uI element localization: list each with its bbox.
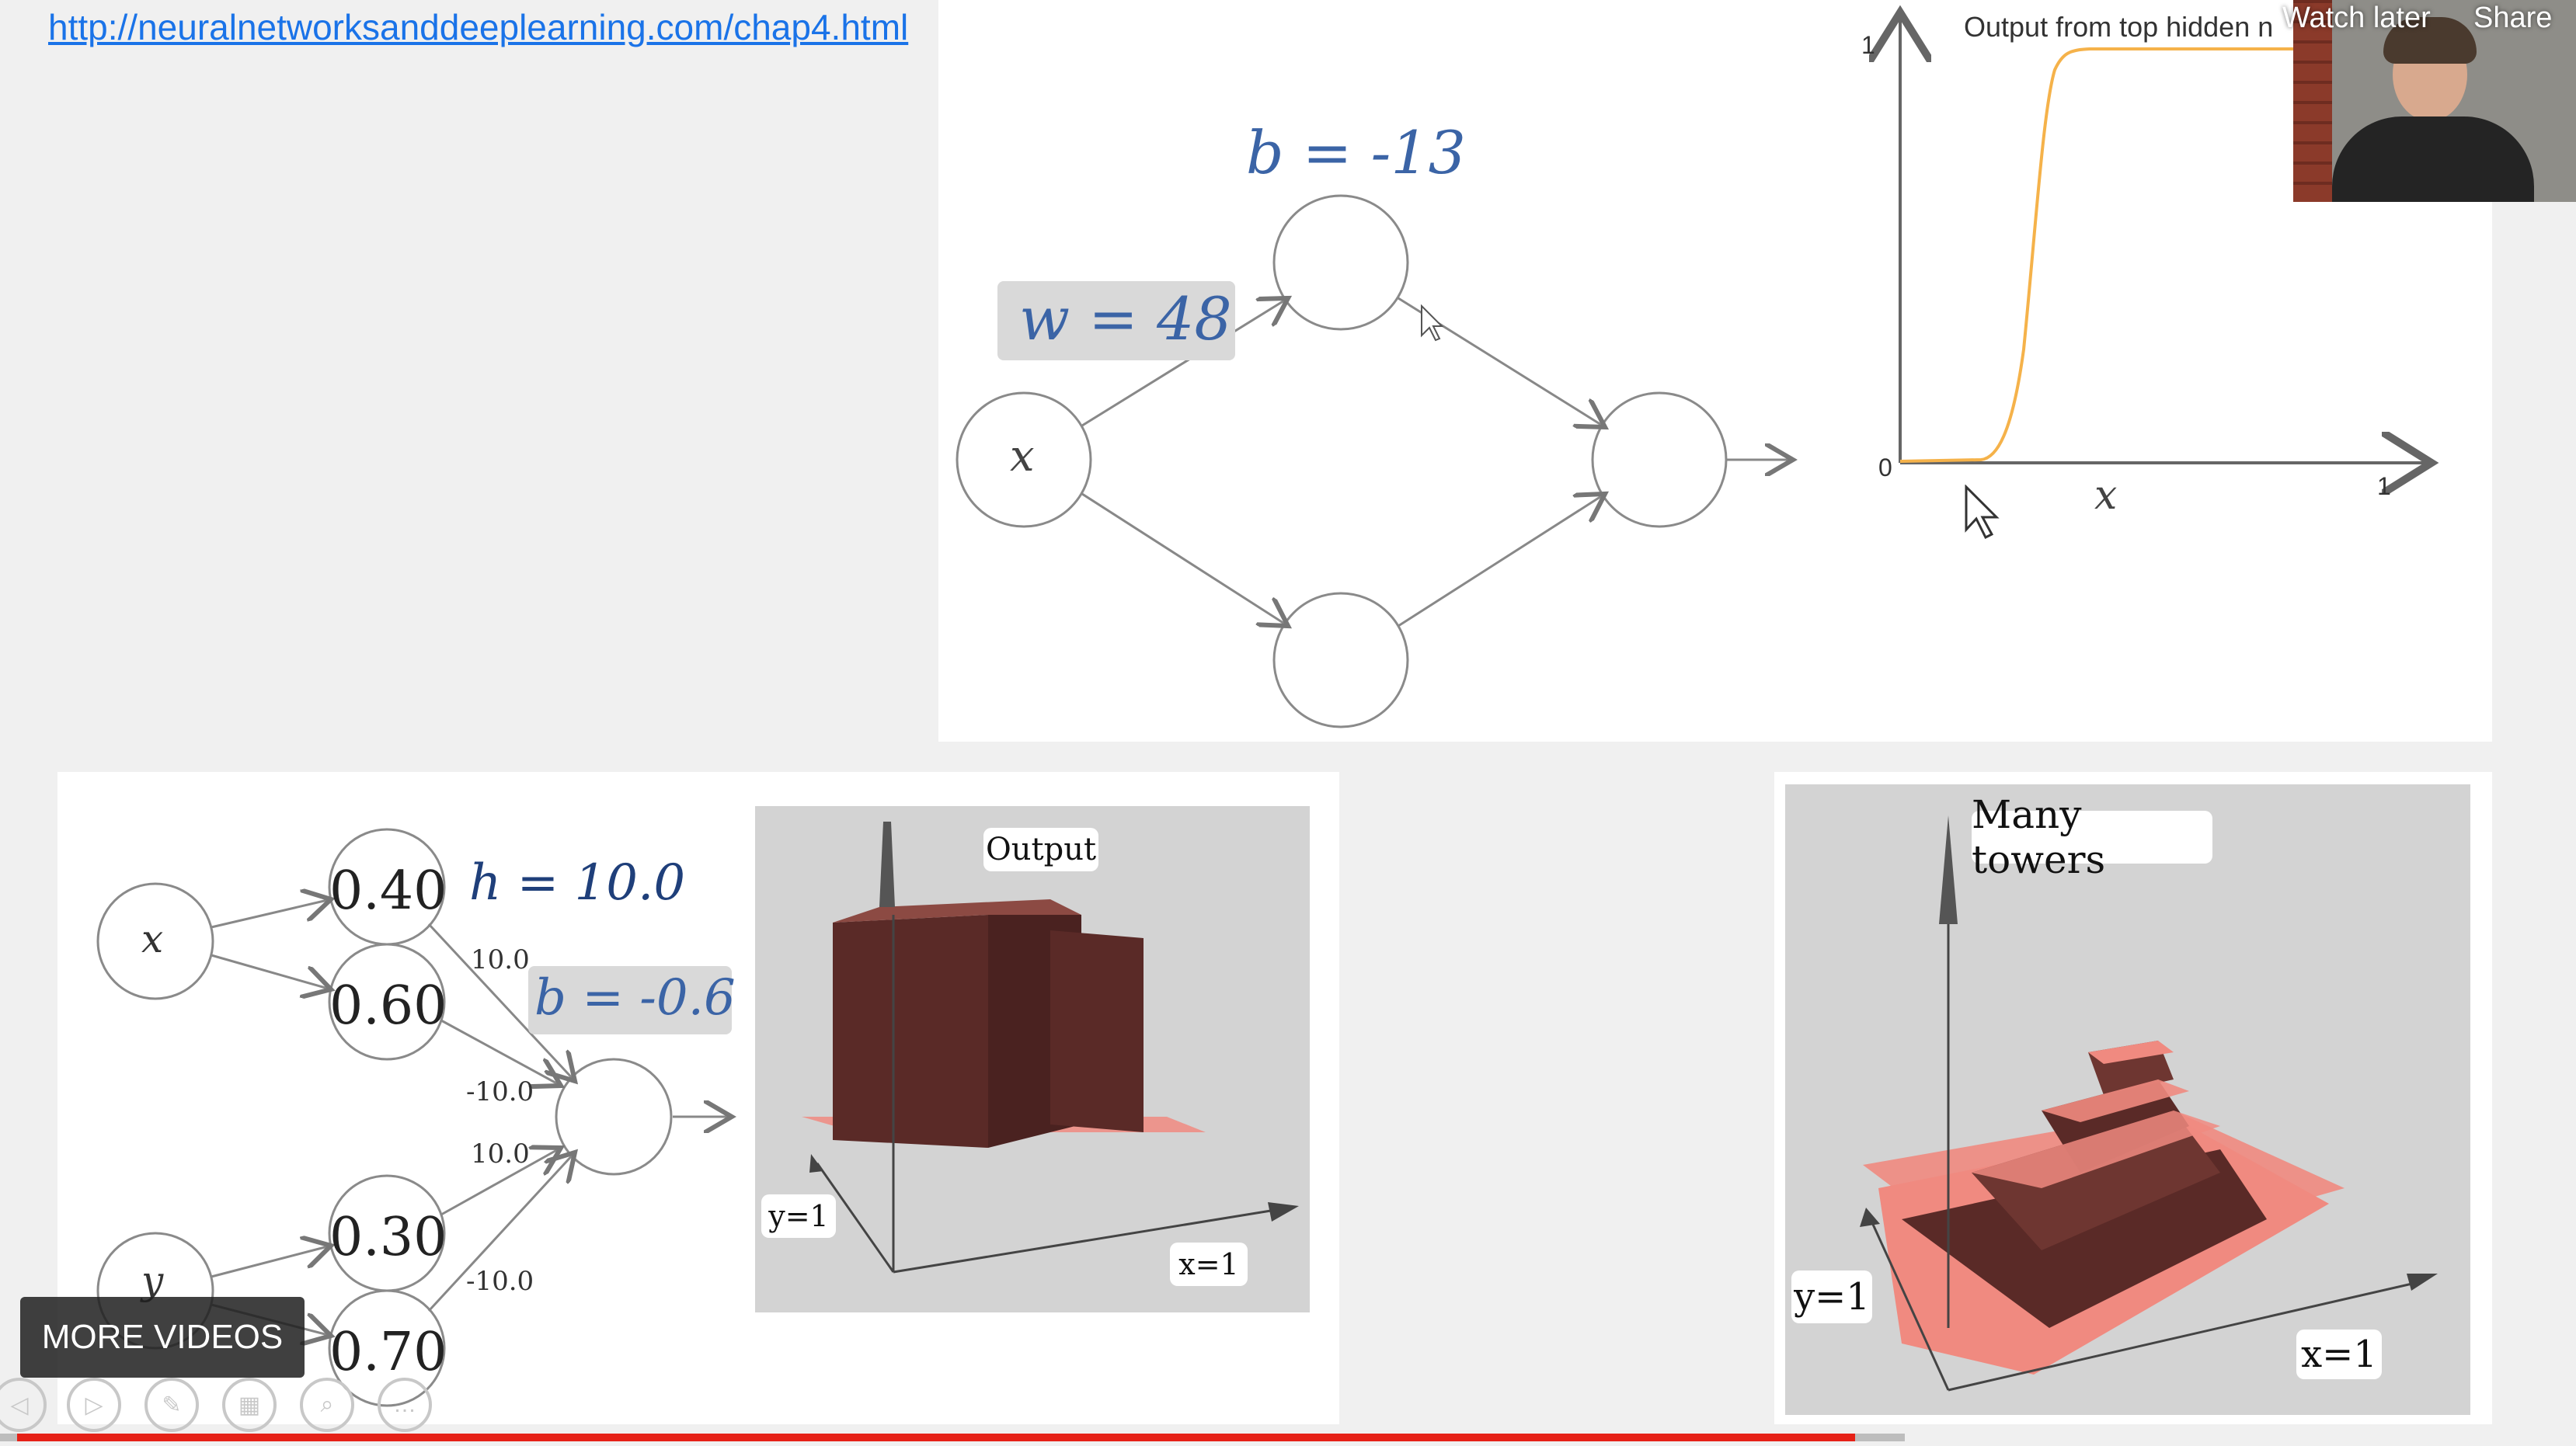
top-network-diagram [956, 194, 1832, 728]
output-x-axis-label: x=1 [1170, 1243, 1248, 1286]
weight-4: -10.0 [466, 1266, 534, 1297]
output-3d-plot [755, 806, 1310, 1312]
watch-later-button[interactable]: Watch later [2282, 2, 2431, 34]
output-plot-title: Output [983, 828, 1098, 871]
sigmoid-plot [1864, 0, 2455, 559]
play-icon[interactable]: ▷ [67, 1378, 121, 1432]
output-node [555, 1058, 673, 1176]
output-y-axis-label: y=1 [761, 1194, 836, 1238]
chapter-link[interactable]: http://neuralnetworksanddeeplearning.com… [48, 7, 909, 47]
sigmoid-title: Output from top hidden n [1964, 11, 2274, 43]
bottom-input-y-label: y [141, 1258, 164, 1303]
input-node-x [956, 391, 1092, 528]
bias-label: b = -13 [1246, 118, 1467, 187]
b-highlight [528, 966, 732, 1034]
more-videos-button[interactable]: MORE VIDEOS [20, 1297, 305, 1378]
presenter-video[interactable] [2293, 0, 2576, 202]
sigmoid-curve [1899, 47, 2408, 463]
y-tick-1: 1 [1861, 31, 1875, 59]
weight-highlight [997, 281, 1235, 360]
weight-3: 10.0 [471, 1138, 530, 1170]
hidden-node-2 [328, 943, 446, 1061]
output-node [1591, 391, 1728, 528]
x-axis-label: x [2094, 472, 2118, 519]
b-label: b = -0.6 [534, 969, 736, 1027]
zoom-icon[interactable]: ⌕ [300, 1378, 354, 1432]
hidden-node-2-value: 0.60 [329, 975, 447, 1037]
hidden-node-top [1272, 194, 1409, 331]
towers-3d-plot [1785, 784, 2470, 1415]
weight-2: -10.0 [466, 1076, 534, 1107]
y-tick-0: 0 [1878, 454, 1892, 481]
towers-y-axis-label: y=1 [1791, 1270, 1872, 1323]
brick-wall [2293, 0, 2332, 202]
slides-icon[interactable]: ▦ [222, 1378, 277, 1432]
share-button[interactable]: Share [2473, 2, 2553, 34]
hidden-node-4-value: 0.70 [329, 1322, 447, 1383]
prev-icon[interactable]: ◁ [0, 1378, 47, 1432]
top-slide-panel [938, 0, 2492, 742]
presenter-shirt [2332, 116, 2534, 202]
hidden-node-bottom [1272, 592, 1409, 728]
cursor-icon-plot [1965, 485, 2000, 540]
pen-icon[interactable]: ✎ [144, 1378, 199, 1432]
hidden-node-1-value: 0.40 [329, 860, 447, 922]
more-options-icon[interactable]: … [378, 1378, 432, 1432]
bottom-input-x-label: x [141, 916, 164, 961]
progress-bar-fill [17, 1434, 1855, 1441]
presenter-hair [2383, 17, 2477, 64]
weight-1: 10.0 [471, 944, 530, 975]
cursor-icon [1421, 304, 1443, 342]
weight-label: w = 48 [1019, 284, 1232, 353]
towers-plot-title: Many towers [1972, 792, 2212, 882]
h-label: h = 10.0 [469, 854, 686, 912]
x-tick-1: 1 [2377, 472, 2391, 500]
input-x-label: x [1010, 431, 1035, 481]
hidden-node-3-value: 0.30 [329, 1207, 447, 1268]
towers-x-axis-label: x=1 [2296, 1330, 2382, 1379]
input-node-x [96, 882, 214, 1000]
